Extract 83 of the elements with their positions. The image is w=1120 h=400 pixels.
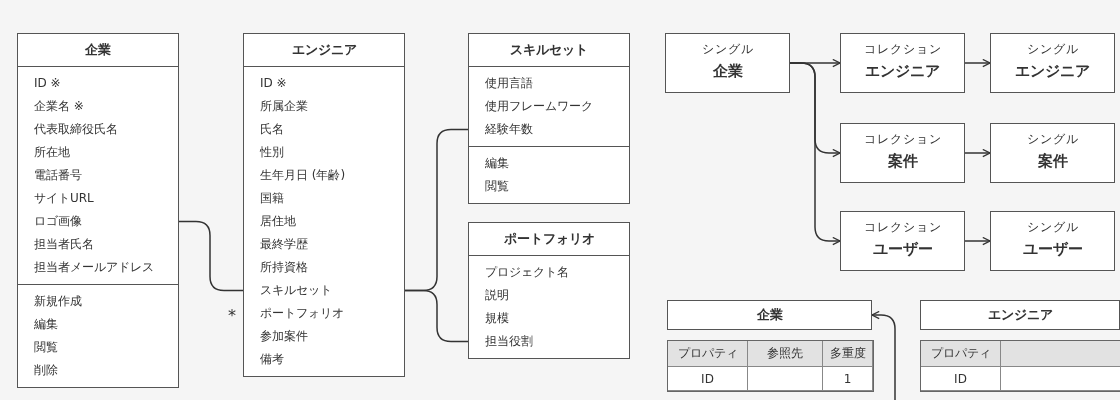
table-cell: 1: [823, 367, 873, 391]
attribute-text: 担当者氏名: [33, 236, 95, 253]
arrow: [964, 58, 991, 68]
entity-card: [243, 33, 405, 377]
type-label: シングル: [1025, 131, 1080, 148]
node-title: 案件: [886, 152, 919, 171]
node-title: エンジニア: [1014, 62, 1091, 81]
type-label: コレクション: [862, 219, 943, 236]
node-title: ユーザー: [1021, 240, 1084, 259]
arrow: [871, 310, 896, 400]
card-title: スキルセット: [469, 34, 629, 67]
attribute-text: 最終学歴: [259, 236, 309, 253]
operation-text: 編集: [33, 316, 59, 333]
attribute-text: 所持資格: [259, 259, 309, 276]
table-header-cell: プロパティ: [921, 341, 1001, 367]
attribute-text: 使用フレームワーク: [484, 98, 594, 115]
entity-title: エンジニア: [986, 306, 1054, 324]
edge-label: *: [228, 306, 236, 325]
attribute-text: 説明: [484, 287, 510, 304]
connector-line: [404, 289, 469, 343]
attribute-text: ロゴ画像: [33, 213, 83, 230]
table-header-cell: 参照先: [748, 341, 823, 367]
table-header-cell: プロパティ: [668, 341, 748, 367]
entity-header-box: [920, 300, 1120, 330]
card-title: 企業: [18, 34, 178, 67]
attribute-text: ID ※: [259, 75, 288, 92]
arrow: [964, 148, 991, 158]
attribute-text: 企業名 ※: [33, 98, 85, 115]
attribute-text: ID ※: [33, 75, 62, 92]
attribute-text: サイトURL: [33, 190, 95, 207]
node-title: ユーザー: [871, 240, 934, 259]
attribute-text: スキルセット: [259, 282, 333, 299]
attribute-text: 参加案件: [259, 328, 309, 345]
entity-card: [17, 33, 179, 388]
arrow: [789, 62, 841, 246]
node-box: [990, 123, 1115, 183]
attribute-text: 居住地: [259, 213, 297, 230]
attribute-text: 生年月日 (年齢): [259, 167, 347, 184]
type-label: シングル: [1025, 41, 1080, 58]
type-label: コレクション: [862, 131, 943, 148]
table-cell: ID: [921, 367, 1001, 391]
type-label: シングル: [700, 41, 755, 58]
node-title: 企業: [711, 62, 744, 81]
operation-text: 削除: [33, 362, 59, 379]
attribute-text: 担当者メールアドレス: [33, 259, 155, 276]
entity-card: [468, 222, 630, 359]
attribute-text: プロジェクト名: [484, 264, 570, 281]
attribute-text: 使用言語: [484, 75, 534, 92]
node-box: [990, 33, 1115, 93]
attribute-text: 性別: [259, 144, 285, 161]
attribute-text: 規模: [484, 310, 510, 327]
entity-card: [468, 33, 630, 204]
node-box: [840, 33, 965, 93]
node-box: [840, 211, 965, 271]
operation-text: 閲覧: [484, 178, 510, 195]
attribute-text: 担当役割: [484, 333, 534, 350]
table-header-cell: 多重度: [823, 341, 873, 367]
attribute-text: 経験年数: [484, 121, 534, 138]
attribute-text: 所在地: [33, 144, 71, 161]
attribute-text: 代表取締役氏名: [33, 121, 119, 138]
entity-title: 企業: [755, 306, 784, 324]
operation-text: 編集: [484, 155, 510, 172]
attribute-text: 備考: [259, 351, 285, 368]
type-label: コレクション: [862, 41, 943, 58]
attribute-text: 国籍: [259, 190, 285, 207]
node-box: [990, 211, 1115, 271]
node-box: [665, 33, 790, 93]
connector-line: [178, 220, 244, 292]
node-title: 案件: [1036, 152, 1069, 171]
arrow: [964, 236, 991, 246]
attribute-text: 氏名: [259, 121, 285, 138]
card-title: ポートフォリオ: [469, 223, 629, 256]
node-title: エンジニア: [864, 62, 941, 81]
table-cell: ID: [668, 367, 748, 391]
type-label: シングル: [1025, 219, 1080, 236]
operation-text: 新規作成: [33, 293, 83, 310]
entity-header-box: [667, 300, 872, 330]
card-title: エンジニア: [244, 34, 404, 67]
attribute-text: ポートフォリオ: [259, 305, 345, 322]
attribute-text: 電話番号: [33, 167, 83, 184]
operation-text: 閲覧: [33, 339, 59, 356]
attribute-text: 所属企業: [259, 98, 309, 115]
node-box: [840, 123, 965, 183]
